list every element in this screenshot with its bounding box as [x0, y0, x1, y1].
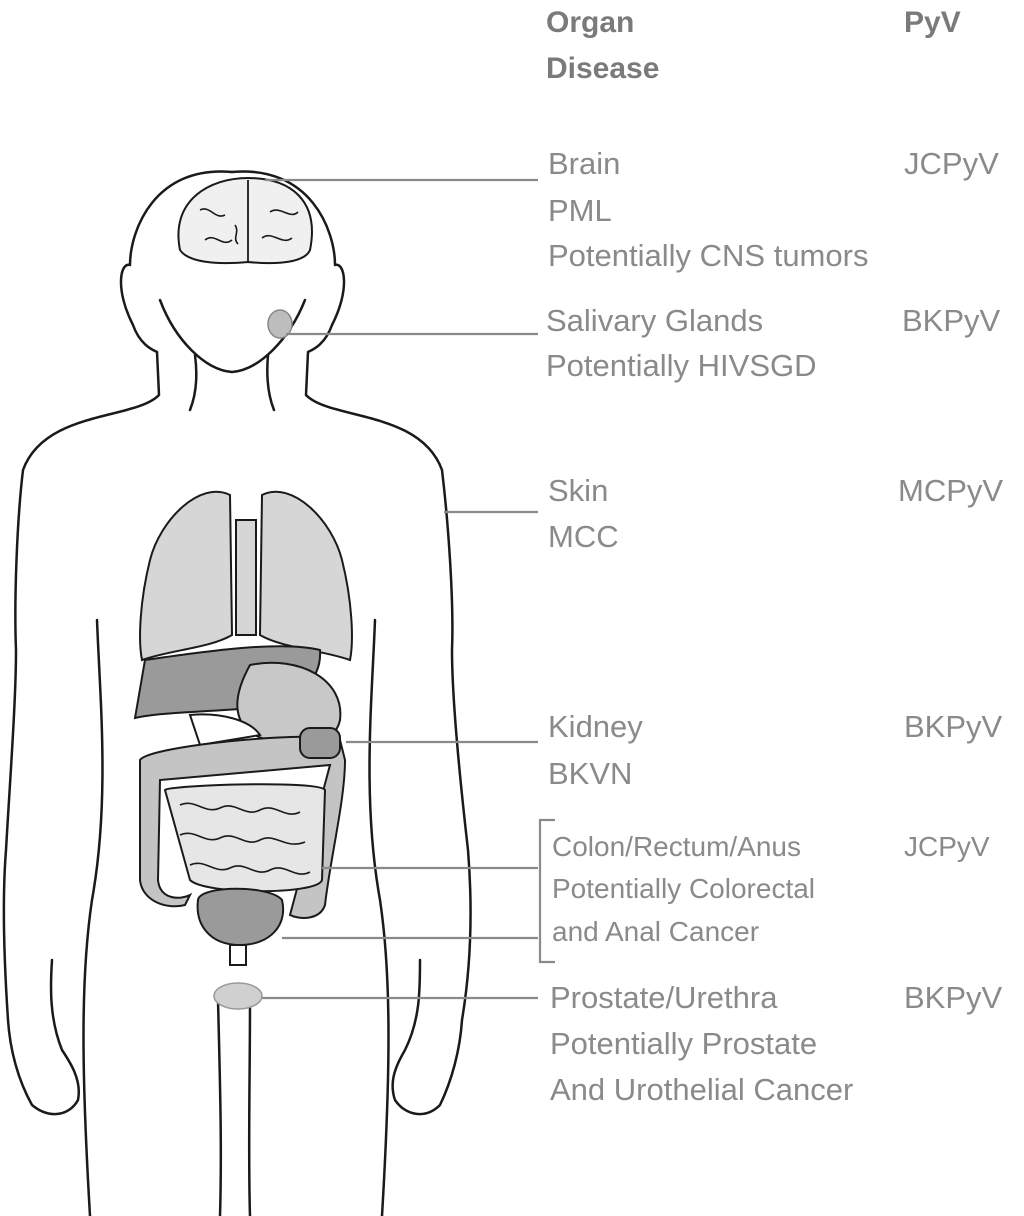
colon-disease-line: and Anal Cancer [552, 916, 760, 947]
kidney-organ [299, 727, 341, 759]
body-outline [2, 170, 472, 1216]
kidney-pyv-label: BKPyV [904, 709, 1003, 744]
prostate-pyv-label: BKPyV [904, 980, 1003, 1015]
colon-pyv-label: JCPyV [904, 831, 990, 862]
salivary-organ-label: Salivary Glands [546, 303, 764, 338]
prostate-disease-line: And Urothelial Cancer [550, 1072, 854, 1107]
colon-disease-line: Potentially Colorectal [552, 873, 816, 904]
brain-organ-label: Brain [548, 146, 621, 181]
upper-abdomen-organs [133, 645, 342, 747]
salivary-disease-line: Potentially HIVSGD [546, 348, 817, 383]
prostate-organ-label: Prostate/Urethra [550, 980, 778, 1015]
prostate-organ [213, 982, 263, 1010]
pyv-header: PyV [904, 6, 961, 39]
kidney-organ-label: Kidney [548, 709, 643, 744]
brain-disease-line: Potentially CNS tumors [548, 238, 869, 273]
organ-header: Organ [546, 6, 635, 39]
colon-organ-label: Colon/Rectum/Anus [552, 831, 802, 862]
prostate-disease-line: Potentially Prostate [550, 1026, 818, 1061]
brain-pyv-label: JCPyV [904, 146, 999, 181]
skin-organ-label: Skin [548, 473, 609, 508]
brain-organ [177, 176, 313, 265]
kidney-disease-line: BKVN [548, 756, 633, 791]
small-intestine-organ [163, 783, 327, 893]
lungs-organ [139, 490, 353, 662]
skin-pyv-label: MCPyV [898, 473, 1004, 508]
leader-lines [262, 178, 555, 1000]
bladder-organ [196, 887, 285, 966]
skin-disease-line: MCC [548, 519, 619, 554]
disease-header: Disease [546, 52, 660, 85]
colon-bracket [538, 818, 555, 964]
brain-disease-line: PML [548, 193, 612, 228]
salivary-pyv-label: BKPyV [902, 303, 1001, 338]
salivary-gland-organ [267, 309, 293, 339]
